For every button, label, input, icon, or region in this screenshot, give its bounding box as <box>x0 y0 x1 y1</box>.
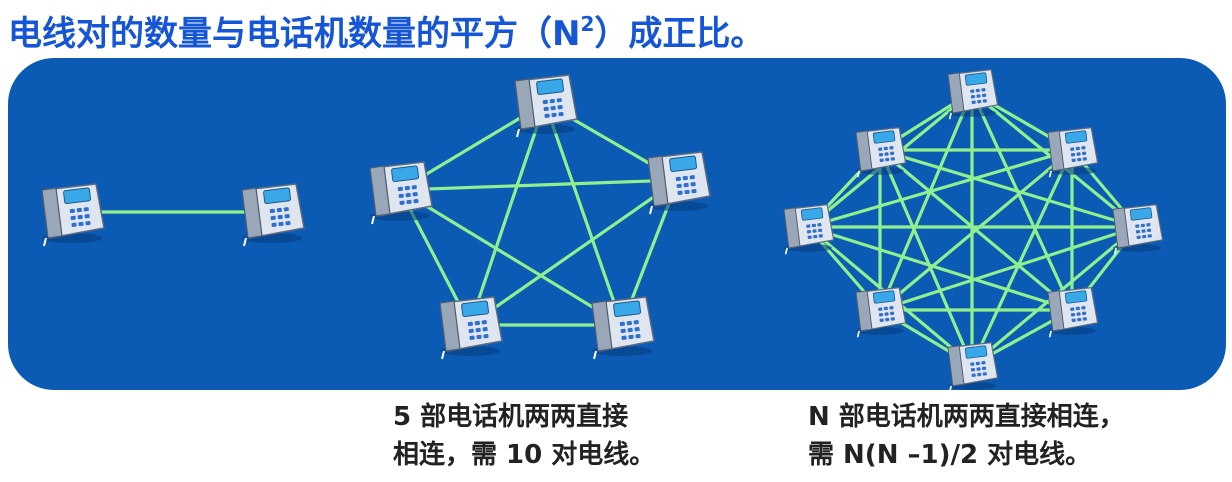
caption-n-line2: 需 N(N –1)/2 对电线。 <box>808 440 1092 470</box>
wire-many-2-7 <box>878 148 1139 229</box>
desk-telephone-icon <box>947 341 999 393</box>
caption-five-line2: 相连，需 10 对电线。 <box>393 440 656 470</box>
title-text: 电线对的数量与电话机数量的平方（N <box>8 14 581 54</box>
wire-many-1-6 <box>806 148 1074 229</box>
wire-many-0-3 <box>970 90 1074 312</box>
wire-five-2-4 <box>398 188 624 327</box>
phone-layer <box>41 68 1164 393</box>
desk-telephone-icon <box>41 183 105 247</box>
title-superscript: 2 <box>580 12 595 36</box>
caption-n-phones: N 部电话机两两直接相连， 需 N(N –1)/2 对电线。 <box>808 398 1125 474</box>
desk-telephone-icon <box>241 183 305 247</box>
desk-telephone-icon <box>783 203 835 255</box>
desk-telephone-icon <box>947 68 999 120</box>
wire-five-0-3 <box>468 101 547 327</box>
wire-many-3-6 <box>806 225 1074 312</box>
caption-five-line1: 5 部电话机两两直接 <box>393 402 629 432</box>
desk-telephone-icon <box>855 286 907 338</box>
desk-telephone-icon <box>647 151 711 215</box>
title-suffix: ）成正比。 <box>594 14 765 54</box>
wire-five-1-4 <box>398 178 680 192</box>
desk-telephone-icon <box>439 296 503 360</box>
wire-five-1-3 <box>468 178 680 327</box>
desk-telephone-icon <box>1112 203 1164 255</box>
desk-telephone-icon <box>514 74 578 138</box>
wire-many-2-5 <box>878 225 1139 312</box>
wire-many-4-7 <box>878 148 974 367</box>
desk-telephone-icon <box>855 126 907 178</box>
wire-five-0-2 <box>543 101 624 327</box>
caption-n-line1: N 部电话机两两直接相连， <box>808 402 1125 432</box>
desk-telephone-icon <box>591 296 655 360</box>
slide-title: 电线对的数量与电话机数量的平方（N2）成正比。 <box>8 6 764 55</box>
desk-telephone-icon <box>1047 286 1099 338</box>
caption-five-phones: 5 部电话机两两直接 相连，需 10 对电线。 <box>393 398 655 474</box>
wire-many-3-7 <box>878 148 1074 312</box>
desk-telephone-icon <box>1047 126 1099 178</box>
desk-telephone-icon <box>369 161 433 225</box>
wire-many-1-4 <box>970 148 1074 367</box>
wire-many-0-5 <box>878 90 974 312</box>
